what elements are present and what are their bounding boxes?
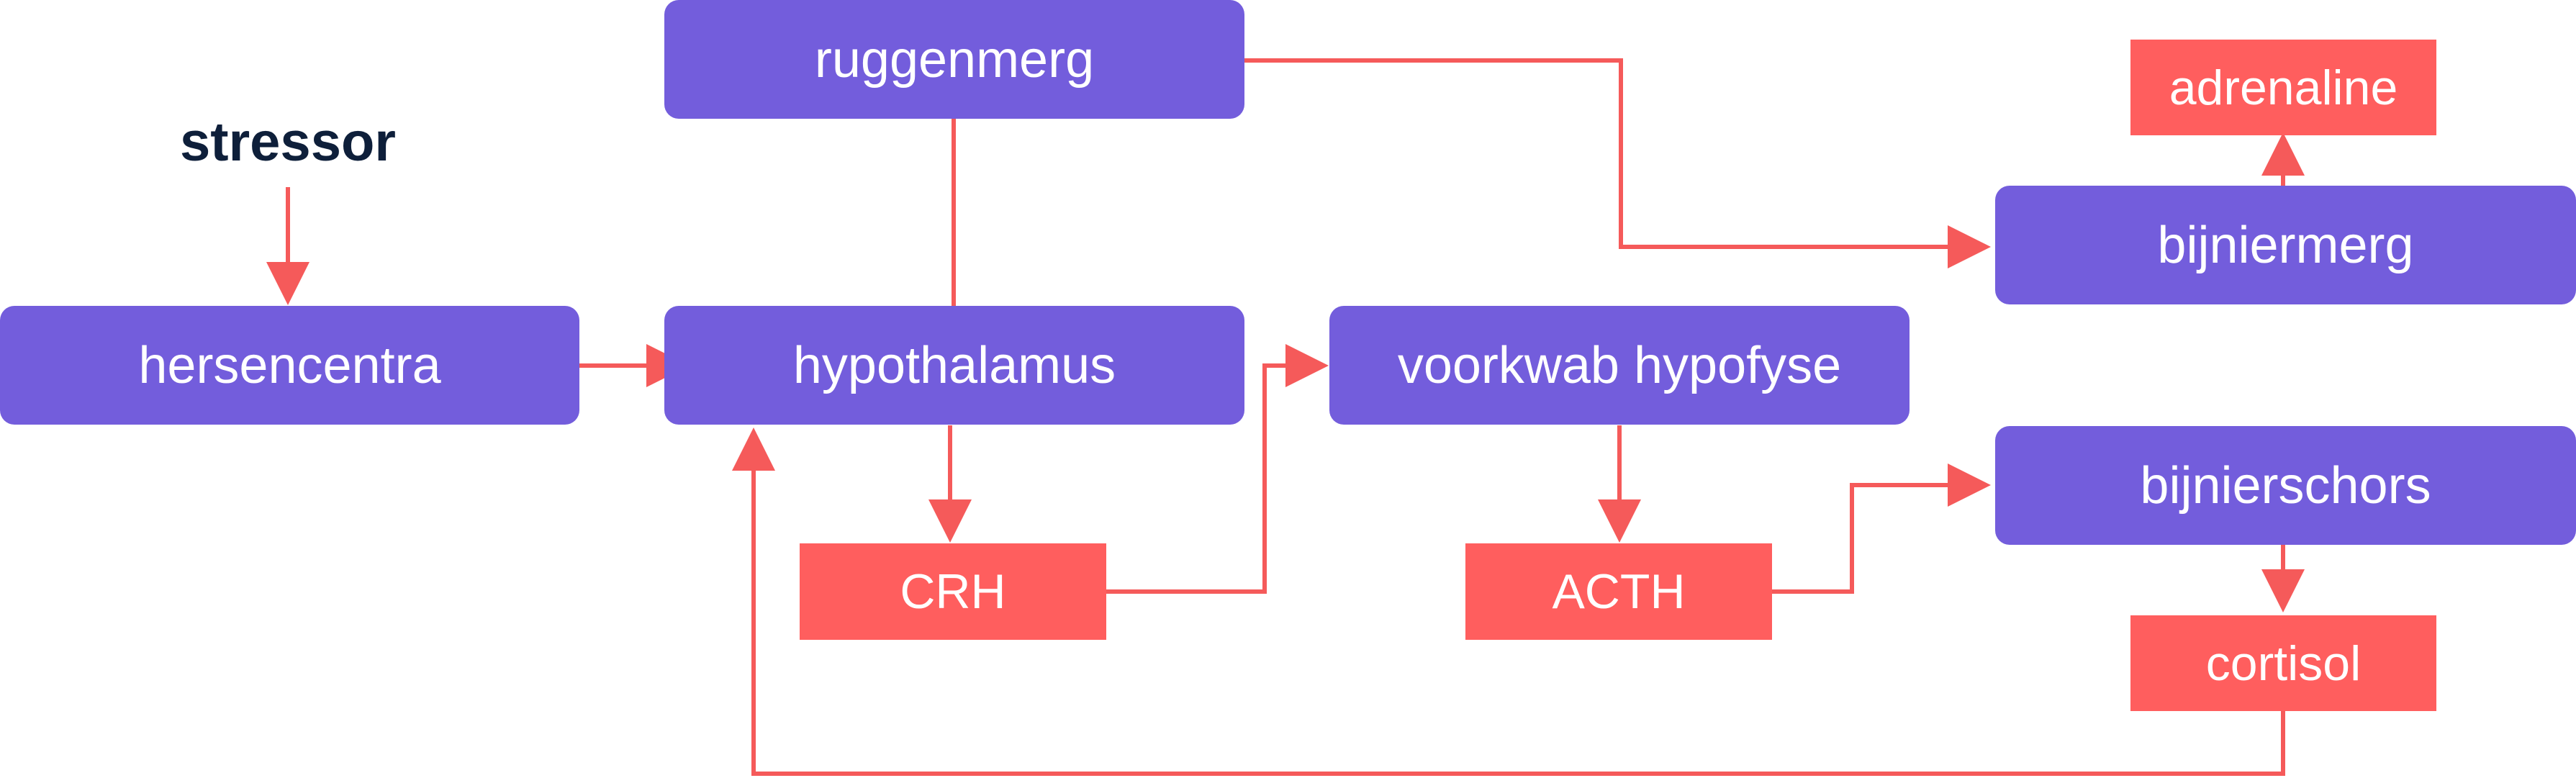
- node-hersencentra: hersencentra: [0, 306, 579, 425]
- edge-crh-voorkwab: [1106, 344, 1329, 594]
- edge-acth-bijnierschors: [1772, 463, 1991, 594]
- node-bijniermerg: bijniermerg: [1995, 186, 2576, 304]
- node-cortisol: cortisol: [2130, 615, 2436, 711]
- node-bijnierschors: bijnierschors: [1995, 426, 2576, 545]
- edge-cortisol-hypothalamus: [732, 428, 2285, 776]
- stressor-label: stressor: [180, 112, 396, 173]
- node-acth: ACTH: [1465, 543, 1772, 640]
- node-ruggenmerg: ruggenmerg: [664, 0, 1244, 119]
- node-crh: CRH: [800, 543, 1106, 640]
- edge-ruggenmerg-bijniermerg: [1244, 58, 1991, 268]
- node-voorkwab-hypofyse: voorkwab hypofyse: [1329, 306, 1910, 425]
- node-hypothalamus: hypothalamus: [664, 306, 1244, 425]
- node-adrenaline: adrenaline: [2130, 40, 2436, 135]
